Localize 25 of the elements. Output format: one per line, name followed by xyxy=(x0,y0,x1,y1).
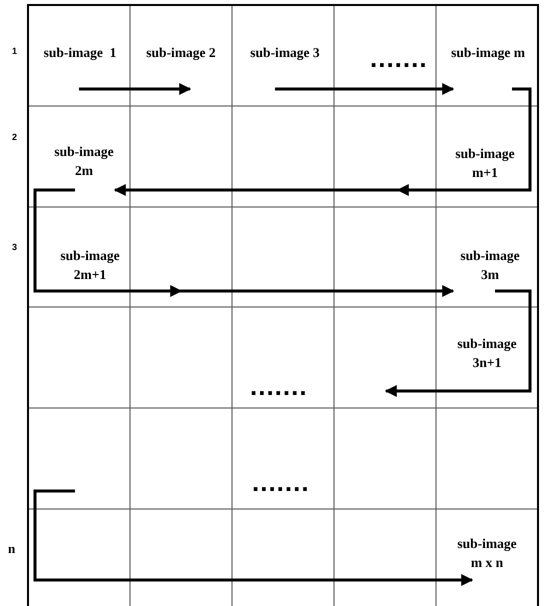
cell-label: sub-image 2m+1 xyxy=(50,243,181,291)
cell-label: sub-image 2m xyxy=(35,139,124,190)
cell-label: sub-image m x n xyxy=(447,531,527,580)
row-number: 3 xyxy=(12,242,18,252)
cell-label: sub-image 1 xyxy=(32,40,128,89)
arrow xyxy=(79,83,192,95)
arrow xyxy=(396,88,532,196)
cell-label: sub-image 3m xyxy=(450,243,530,291)
arrow xyxy=(114,184,398,196)
cell-label: sub-image 3n+1 xyxy=(386,331,527,391)
cell-label: sub-image m xyxy=(439,40,537,89)
arrow xyxy=(34,188,182,297)
cell-label: sub-image 2 xyxy=(133,40,229,89)
arrow xyxy=(384,290,532,397)
row-number: n xyxy=(8,541,16,557)
ellipsis-dots: ....... xyxy=(250,376,308,396)
arrow xyxy=(181,285,454,297)
row-number: 2 xyxy=(12,132,18,142)
ellipsis-dots: ....... xyxy=(370,48,428,68)
cell-label: sub-image m+1 xyxy=(398,141,530,190)
cell-label: sub-image 3 xyxy=(237,40,333,89)
row-number: 1 xyxy=(12,46,18,56)
arrow xyxy=(275,83,454,95)
ellipsis-dots: ....... xyxy=(252,472,310,492)
arrow xyxy=(34,490,474,586)
